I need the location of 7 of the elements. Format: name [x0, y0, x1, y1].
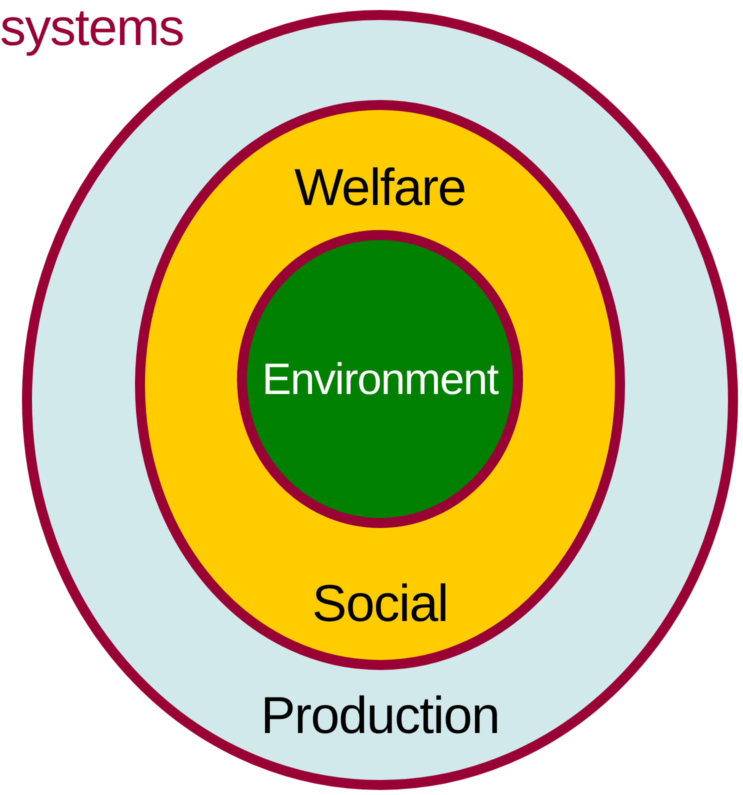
ring-label: Environment	[260, 358, 500, 402]
ring-label: Production	[260, 690, 500, 742]
inner-circle	[237, 230, 523, 528]
heading-text: systems	[0, 2, 184, 54]
ring-label: Social	[311, 578, 449, 630]
middle-ellipse	[135, 100, 625, 670]
ring-label: Welfare	[293, 162, 467, 214]
